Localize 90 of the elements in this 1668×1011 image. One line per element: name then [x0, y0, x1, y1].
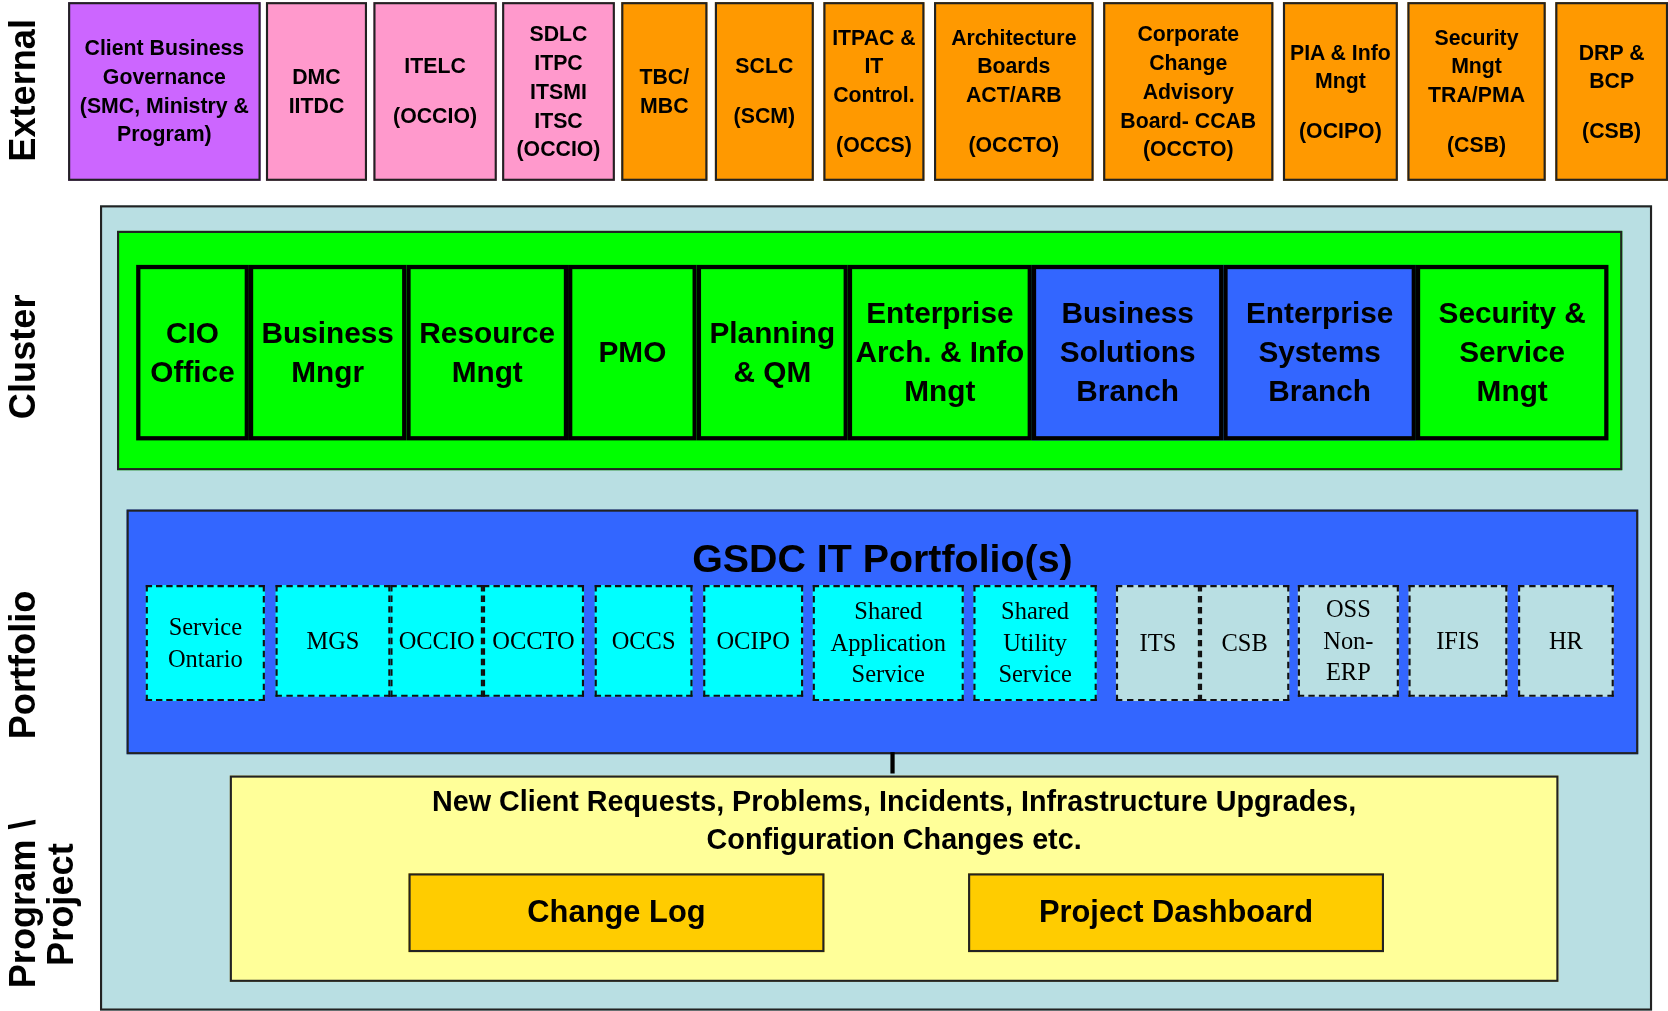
box-label: Planning & QM: [708, 315, 837, 390]
box-label: (SCM): [732, 103, 797, 130]
box-label: PMO: [597, 334, 668, 371]
portfolio-box: [1115, 585, 1200, 702]
box-label: Security Mngt TRA/PMA: [1427, 24, 1526, 109]
box-label: OCCS: [610, 626, 677, 656]
layer-label: Cluster: [4, 293, 44, 421]
box-label: Enterprise Arch. & Info Mngt: [854, 295, 1026, 410]
branch-box: [248, 264, 407, 441]
box-label: Project Dashboard: [1037, 894, 1315, 932]
box-label: PIA & Info Mngt: [1288, 38, 1392, 95]
branch-box: [696, 264, 848, 441]
box-label: Architecture Boards ACT/ARB: [950, 24, 1078, 109]
box-label: OCIPO: [715, 626, 791, 656]
box-label: OCCIO: [397, 626, 476, 656]
branch-box: [1415, 264, 1609, 441]
portfolio-box: [275, 585, 391, 697]
box-label: CSB: [1220, 628, 1269, 658]
box-label: SCLC: [734, 53, 795, 80]
box-label: OSS Non-ERP: [1322, 594, 1375, 688]
box-label: Change Log: [526, 894, 707, 932]
committee-box: [1555, 2, 1668, 181]
box-label: Business Mngr: [260, 315, 395, 390]
box-label: Resource Mngt: [418, 315, 557, 390]
branch-box: [1223, 264, 1416, 441]
portfolio-box: [1518, 585, 1614, 697]
box-label: SDLC ITPC ITSMI ITSC (OCCIO): [515, 20, 602, 163]
committee-box: [621, 2, 708, 181]
box-label: (CSB): [1581, 117, 1643, 145]
portfolio-box: [1408, 585, 1508, 697]
box-label: TBC/ MBC: [638, 63, 691, 119]
cluster-panel: [117, 230, 1623, 471]
branch-box: [136, 264, 249, 441]
box-label: Security & Service Mngt: [1437, 295, 1587, 410]
box-label: Shared Application Service: [829, 596, 948, 690]
branch-box: [568, 264, 697, 441]
layer-label: Portfolio: [4, 589, 44, 742]
branch-box: [847, 264, 1032, 441]
project-panel: [229, 775, 1559, 982]
box-label: Shared Utility Service: [997, 596, 1073, 690]
portfolio-box: [594, 585, 693, 697]
box-label: MGS: [305, 626, 361, 656]
box-label: CIO Office: [149, 315, 236, 390]
log-box: [408, 873, 825, 953]
committee-box: [1407, 2, 1546, 181]
committee-box: [265, 2, 367, 181]
panel-heading: New Client Requests, Problems, Incidents, Infrastructure Upgrades, Configuration Changes etc.: [431, 784, 1358, 858]
portfolio-box: [145, 585, 265, 702]
portfolio-box: [812, 585, 964, 702]
governance-box: [68, 2, 261, 181]
box-label: IFIS: [1435, 626, 1481, 656]
box-label: HR: [1547, 626, 1584, 656]
portfolio-box: [390, 585, 483, 697]
portfolio-box: [703, 585, 804, 697]
box-label: Enterprise Systems Branch: [1245, 295, 1395, 410]
box-label: ITS: [1138, 628, 1178, 658]
panel-title: GSDC IT Portfolio(s): [691, 536, 1074, 583]
committee-box: [373, 2, 497, 181]
box-label: OCCTO: [491, 626, 576, 656]
box-label: Business Solutions Branch: [1058, 295, 1197, 410]
layer-label: Program \ Project: [4, 818, 82, 991]
branch-box: [406, 264, 569, 441]
box-label: DMC IITDC: [287, 63, 346, 119]
committee-box: [502, 2, 615, 181]
layer-panel: [100, 205, 1653, 1011]
committee-box: [823, 2, 925, 181]
layer-label: External: [4, 18, 44, 164]
box-label: (OCCTO): [967, 131, 1061, 159]
committee-box: [1103, 2, 1274, 181]
box-label: ITPAC & IT Control.: [831, 24, 917, 109]
committee-box: [934, 2, 1094, 181]
box-label: DRP & BCP: [1577, 38, 1646, 94]
box-label: Service Ontario: [166, 612, 244, 674]
portfolio-panel: [126, 509, 1639, 755]
box-label: ITELC: [403, 53, 467, 80]
portfolio-box: [482, 585, 585, 697]
box-label: Client Business Governance (SMC, Ministry & Program): [78, 35, 250, 148]
box-label: (OCCIO): [392, 103, 479, 130]
branch-box: [1031, 264, 1224, 441]
committee-box: [1282, 2, 1398, 181]
connector-line: [890, 752, 895, 774]
box-label: (CSB): [1446, 131, 1508, 159]
box-label: (OCIPO): [1298, 117, 1383, 145]
portfolio-box: [1199, 585, 1290, 702]
box-label: (OCCS): [835, 131, 913, 159]
portfolio-box: [973, 585, 1097, 702]
box-label: Corporate Change Advisory Board- CCAB (OCCTO): [1119, 20, 1258, 163]
log-box: [968, 873, 1384, 953]
portfolio-box: [1297, 585, 1399, 697]
committee-box: [714, 2, 814, 181]
